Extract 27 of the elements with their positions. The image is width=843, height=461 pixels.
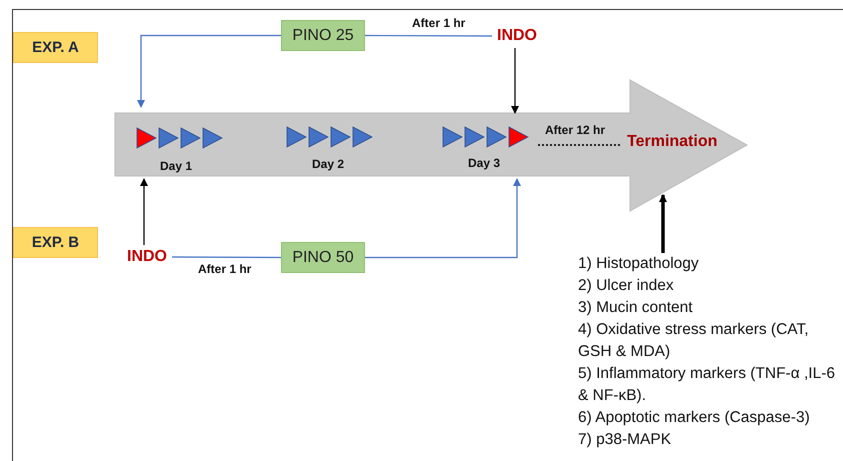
day-label: Day 3 bbox=[468, 156, 500, 170]
edge-label: After 1 hr bbox=[196, 262, 254, 276]
outcome-item: 7) p38-MAPK bbox=[578, 430, 672, 450]
outcome-item: 6) Apoptotic markers (Caspase-3) bbox=[578, 408, 811, 428]
termination-label: Termination bbox=[627, 133, 718, 151]
connector-arrow bbox=[511, 48, 519, 114]
outcome-item: 5) Inflammatory markers (TNF-α ,IL-6 & NF-κB). bbox=[578, 364, 836, 406]
outcome-item: 3) Mucin content bbox=[578, 298, 694, 318]
experiment-tag: EXP. A bbox=[13, 32, 98, 63]
treatment-box: PINO 25 bbox=[281, 20, 365, 51]
connector-line bbox=[365, 34, 492, 37]
day-label: Day 2 bbox=[312, 157, 344, 171]
connector-arrow bbox=[659, 194, 667, 253]
connector-line bbox=[172, 256, 281, 258]
edge-label: After 1 hr bbox=[410, 16, 468, 30]
experiment-tag: EXP. B bbox=[13, 227, 98, 258]
day-label: Day 1 bbox=[160, 159, 192, 173]
drug-label: INDO bbox=[492, 24, 542, 48]
connector-arrow bbox=[137, 34, 281, 108]
outcome-item: 1) Histopathology bbox=[578, 254, 700, 274]
connector-arrow bbox=[365, 178, 521, 258]
time-label: After 12 hr bbox=[545, 123, 606, 137]
treatment-box: PINO 50 bbox=[281, 242, 365, 273]
connector-arrow bbox=[140, 178, 148, 245]
outcome-item: 2) Ulcer index bbox=[578, 276, 675, 296]
outcome-item: 4) Oxidative stress markers (CAT, GSH & MDA) bbox=[578, 320, 810, 362]
drug-label: INDO bbox=[122, 245, 172, 269]
